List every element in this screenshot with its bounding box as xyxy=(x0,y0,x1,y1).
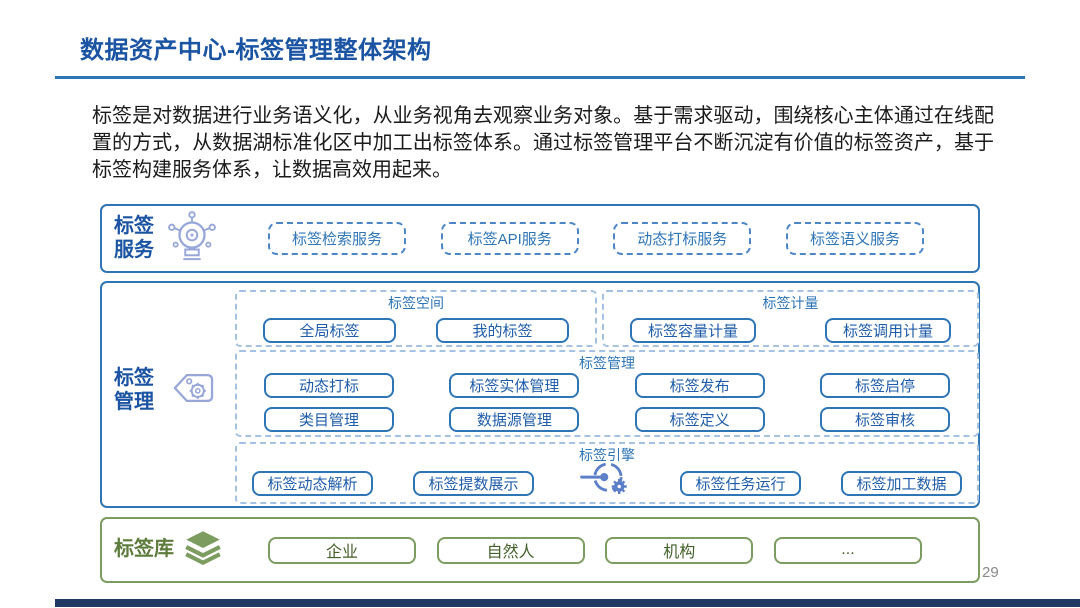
group-tag-manage: 标签管理 动态打标 标签实体管理 标签发布 标签启停 类目管理 数据源管理 标签… xyxy=(235,350,979,437)
feature-button: 全局标签 xyxy=(263,318,396,343)
layers-icon xyxy=(182,530,224,571)
page-number: 29 xyxy=(982,564,999,581)
page-title: 数据资产中心-标签管理整体架构 xyxy=(80,37,432,64)
feature-button: 标签调用计量 xyxy=(825,318,951,343)
feature-button: 数据源管理 xyxy=(449,407,580,432)
library-section-box: 标签库 企业 自然人 机构 ... xyxy=(100,517,980,583)
management-section-label: 标签管理 xyxy=(114,367,154,413)
group-tag-metering: 标签计量 标签容量计量 标签调用计量 xyxy=(602,290,979,347)
feature-button: 标签加工数据 xyxy=(841,470,962,496)
service-pill: 标签语义服务 xyxy=(785,222,924,255)
feature-button: 标签审核 xyxy=(819,407,950,432)
services-section-box: 标签服务 标签检索服 xyxy=(100,204,980,273)
service-pill: 标签API服务 xyxy=(440,222,579,255)
feature-button: 标签发布 xyxy=(634,373,765,398)
group-label: 标签引擎 xyxy=(579,447,635,463)
feature-button: 标签容量计量 xyxy=(630,318,756,343)
group-label: 标签空间 xyxy=(388,295,444,311)
feature-button: 动态打标 xyxy=(264,373,394,398)
gear-engine-icon xyxy=(574,459,640,499)
feature-button: 标签定义 xyxy=(634,407,765,432)
feature-button: 标签动态解析 xyxy=(252,470,373,496)
feature-button: 标签启停 xyxy=(819,373,950,398)
service-pill: 标签检索服务 xyxy=(268,222,406,255)
feature-button: 类目管理 xyxy=(264,407,394,432)
footer-bar xyxy=(55,599,1080,607)
feature-button: 我的标签 xyxy=(436,318,569,343)
management-section-box: 标签管理 标签空间 全局标 xyxy=(100,281,980,508)
group-tag-space: 标签空间 全局标签 我的标签 xyxy=(235,290,597,347)
library-pill: ... xyxy=(773,536,922,564)
library-pill: 机构 xyxy=(605,536,754,564)
group-tag-engine: 标签引擎 标签动态解析 标签提数展示 xyxy=(235,442,979,504)
tag-gear-icon xyxy=(170,368,216,413)
title-underline xyxy=(55,76,1025,79)
description-paragraph: 标签是对数据进行业务语义化，从业务视角去观察业务对象。基于需求驱动，围绕核心主体… xyxy=(92,105,994,181)
feature-button: 标签提数展示 xyxy=(413,470,534,496)
library-pill: 企业 xyxy=(268,536,416,564)
feature-button: 标签实体管理 xyxy=(449,373,580,398)
smart-hub-icon xyxy=(166,209,218,268)
group-label: 标签管理 xyxy=(579,355,635,371)
services-section-label: 标签服务 xyxy=(114,214,154,261)
feature-button: 标签任务运行 xyxy=(680,470,801,496)
group-label: 标签计量 xyxy=(762,295,819,311)
library-pill: 自然人 xyxy=(436,536,585,564)
service-pill: 动态打标服务 xyxy=(613,222,752,255)
library-section-label: 标签库 xyxy=(114,538,174,561)
